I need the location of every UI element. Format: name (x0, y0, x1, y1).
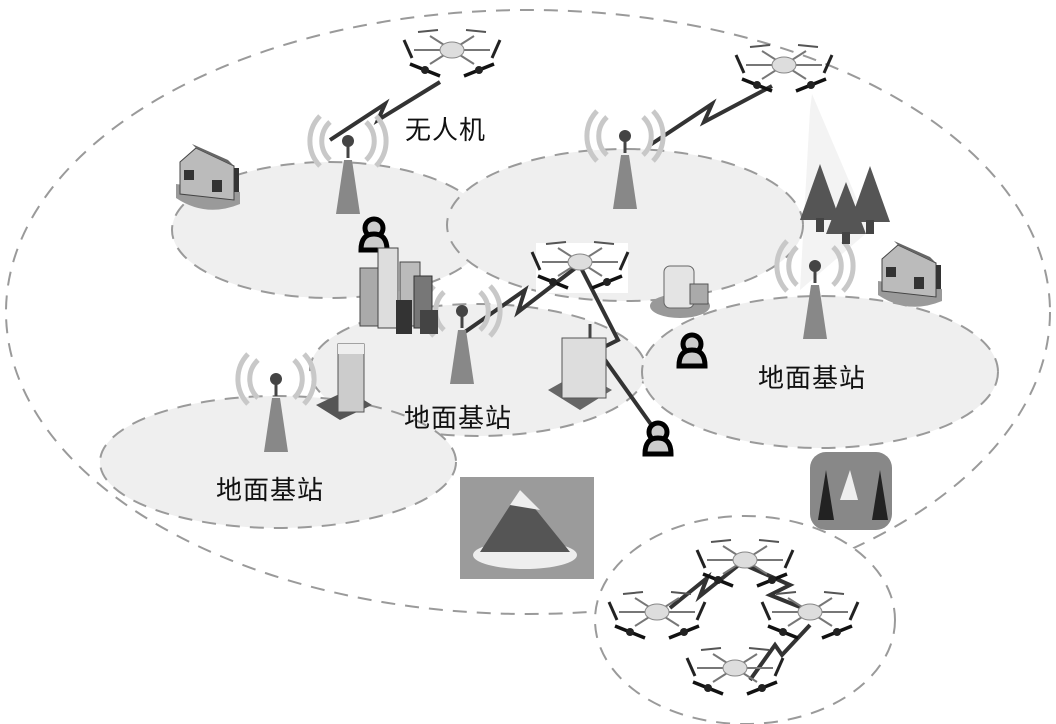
city-skyline-icon (359, 247, 438, 334)
user-icon-center-right (679, 335, 705, 366)
link-bs-center-to-relay (460, 264, 580, 336)
coverage-beam (800, 94, 870, 290)
uav-top-left (402, 28, 502, 78)
base-station-label-right: 地面基站 (758, 364, 867, 394)
user-icon-bottom-center (645, 423, 671, 454)
link-swarm-right-bottom (748, 623, 812, 682)
base-station-label-center: 地面基站 (404, 404, 513, 434)
coverage-area-right (641, 295, 999, 449)
office-tower-icon (316, 343, 372, 420)
link-swarm-top-right (744, 563, 821, 617)
link-bs-top-center-to-uav (648, 84, 773, 147)
network-coverage-boundary (5, 9, 1051, 615)
user-icon-top-left (361, 219, 387, 250)
link-bs-top-left-to-uav (328, 80, 442, 142)
mountain-icon (460, 477, 594, 579)
office-building-icon (548, 324, 612, 410)
link-relay-to-user (576, 261, 657, 432)
base-station-label-left: 地面基站 (216, 476, 325, 506)
trees-icon (800, 164, 890, 244)
uav-top-right (734, 43, 834, 93)
uav-label: 无人机 (405, 116, 487, 146)
house-icon-top-left (175, 143, 241, 211)
lake-scene-icon (810, 452, 892, 530)
house-icon-right (877, 240, 943, 308)
uav-swarm-boundary (594, 515, 896, 724)
round-building-icon (650, 265, 710, 318)
coverage-area-left (99, 395, 457, 529)
